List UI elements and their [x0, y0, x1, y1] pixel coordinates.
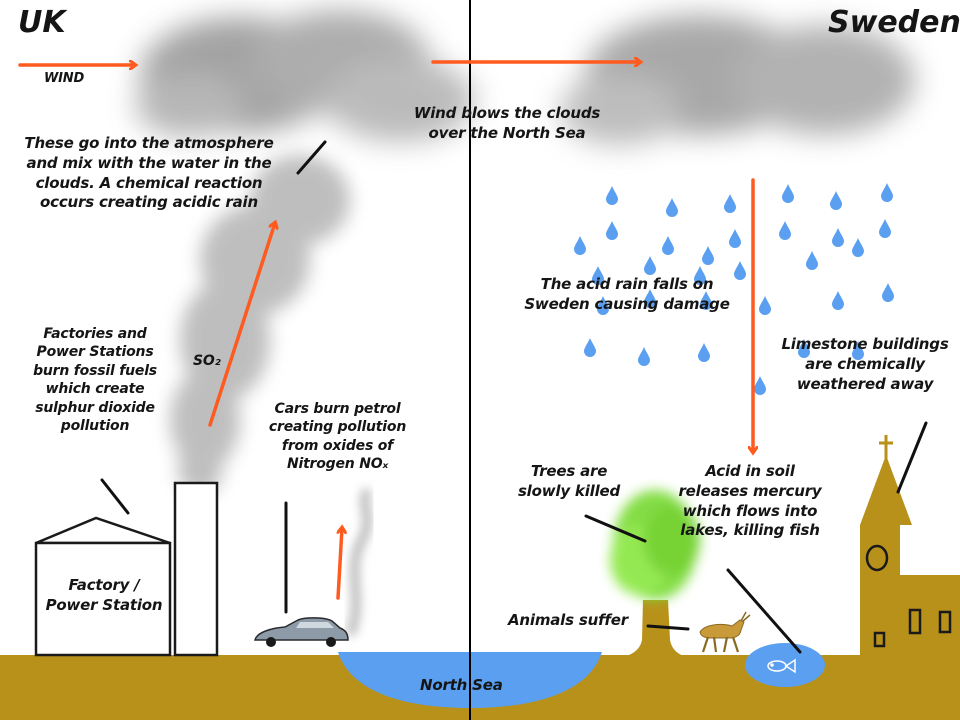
raindrop-icon	[606, 186, 618, 205]
pointer-lines	[100, 140, 928, 654]
raindrop-icon	[662, 236, 674, 255]
trees-label: Trees are slowly killed	[517, 462, 621, 500]
raindrop-icon	[832, 228, 844, 247]
raindrop-icon	[754, 376, 766, 395]
cars-label: Cars burn petrol creating pollution from…	[268, 401, 407, 473]
cloud-icon	[135, 10, 475, 142]
raindrop-icon	[759, 296, 771, 315]
factory-building-label: Factory / Power Station	[45, 576, 163, 614]
acid-rain-falls-label: The acid rain falls on Sweden causing da…	[524, 275, 730, 313]
raindrop-icon	[606, 221, 618, 240]
north-sea-label: North Sea	[420, 676, 503, 694]
so2-arrow	[208, 223, 275, 427]
car-exhaust	[345, 487, 373, 637]
factory-icon	[34, 481, 219, 657]
raindrop-icon	[644, 289, 656, 308]
raindrop-icon	[806, 251, 818, 270]
atmosphere-label: These go into the atmosphere and mix wit…	[24, 134, 274, 212]
tree-icon	[610, 490, 700, 658]
rain-drops	[574, 183, 894, 395]
sweden-title: Sweden	[828, 5, 960, 40]
raindrop-icon	[597, 296, 609, 315]
raindrop-icon	[734, 261, 746, 280]
animals-label: Animals suffer	[508, 611, 628, 629]
fish-icon	[767, 658, 796, 674]
raindrop-icon	[724, 194, 736, 213]
acid-soil-label: Acid in soil releases mercury which flow…	[678, 462, 822, 540]
exhaust-arrow	[336, 528, 342, 600]
raindrop-icon	[798, 339, 810, 358]
wind-blows-label: Wind blows the clouds over the North Sea	[413, 104, 601, 142]
raindrop-icon	[574, 236, 586, 255]
raindrop-icon	[694, 266, 706, 285]
raindrop-icon	[881, 183, 893, 202]
raindrop-icon	[584, 338, 596, 357]
deer-icon	[699, 611, 751, 653]
raindrop-icon	[702, 246, 714, 265]
cloud-icon	[560, 15, 915, 145]
raindrop-icon	[698, 343, 710, 362]
raindrop-icon	[882, 283, 894, 302]
arrows	[18, 62, 753, 600]
limestone-label: Limestone buildings are chemically weath…	[781, 335, 949, 393]
raindrop-icon	[779, 221, 791, 240]
raindrop-icon	[666, 198, 678, 217]
church-icon	[860, 435, 960, 655]
raindrop-icon	[852, 341, 864, 360]
lake	[745, 643, 825, 687]
factories-label: Factories and Power Stations burn fossil…	[33, 326, 157, 435]
raindrop-icon	[832, 291, 844, 310]
raindrop-icon	[729, 229, 741, 248]
raindrop-icon	[592, 266, 604, 285]
wind-label: WIND	[44, 71, 85, 86]
raindrop-icon	[879, 219, 891, 238]
raindrop-icon	[644, 256, 656, 275]
so2-label: SO₂	[193, 353, 221, 369]
car-icon	[254, 617, 349, 647]
uk-title: UK	[18, 5, 66, 40]
raindrop-icon	[830, 191, 842, 210]
raindrop-icon	[852, 238, 864, 257]
raindrop-icon	[782, 184, 794, 203]
raindrop-icon	[638, 347, 650, 366]
raindrop-icon	[700, 291, 712, 310]
